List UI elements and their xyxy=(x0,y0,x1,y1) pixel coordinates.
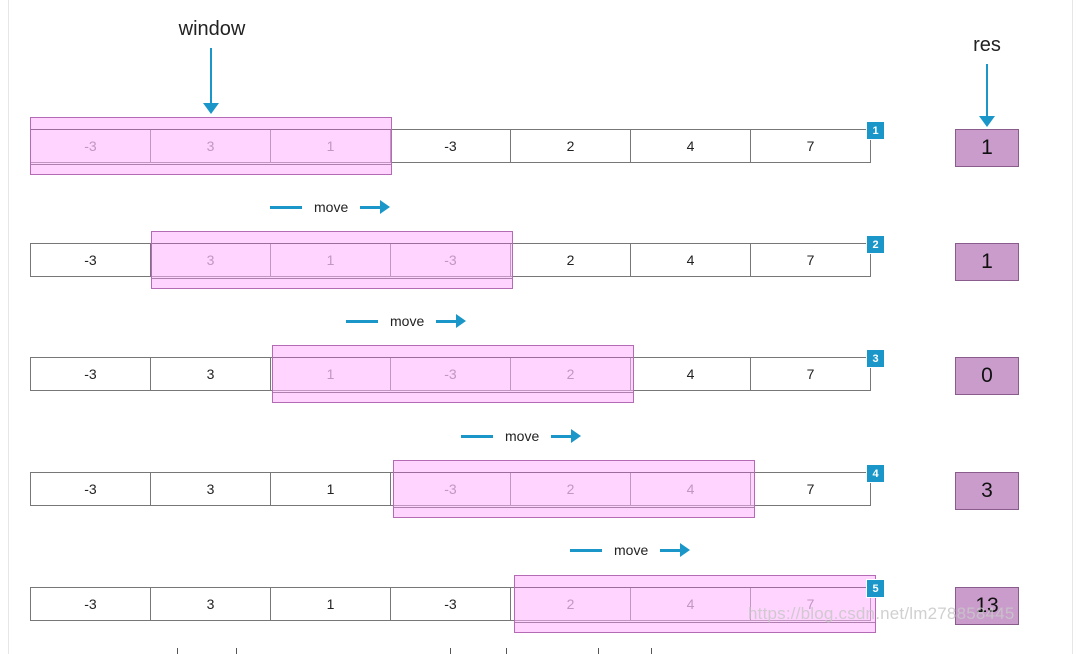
window-highlight xyxy=(393,460,755,518)
step-row-3: -331-32473 0 xyxy=(0,345,1083,415)
cut-off-mark xyxy=(598,648,599,654)
array-cell: -3 xyxy=(391,587,511,621)
res-pointer-arrow xyxy=(979,64,995,127)
move-indicator: move xyxy=(270,197,391,217)
window-pointer-arrow xyxy=(203,48,219,114)
res-value-box: 1 xyxy=(955,129,1019,167)
array-cell: 7 xyxy=(751,472,871,506)
cut-off-mark xyxy=(506,648,507,654)
res-value-box: 0 xyxy=(955,357,1019,395)
step-row-5: -331-3247513 xyxy=(0,575,1083,645)
window-highlight xyxy=(514,575,876,633)
array-cell: 2 xyxy=(511,129,631,163)
right-arrow-icon xyxy=(551,428,582,443)
array-cell: 4 xyxy=(631,357,751,391)
array-cell: 1 xyxy=(271,472,391,506)
right-arrow-icon xyxy=(660,542,691,557)
array-cell: 2 xyxy=(511,243,631,277)
step-number-badge: 3 xyxy=(866,349,885,368)
cut-off-mark xyxy=(236,648,237,654)
move-label: move xyxy=(314,199,349,215)
array-cell: 3 xyxy=(151,357,271,391)
array-cell: -3 xyxy=(391,129,511,163)
array-cell: -3 xyxy=(30,357,151,391)
array-cell: 4 xyxy=(631,129,751,163)
move-indicator: move xyxy=(346,311,467,331)
step-row-4: -331-324743 xyxy=(0,460,1083,530)
move-indicator: move xyxy=(570,540,691,560)
array-cell: -3 xyxy=(30,243,151,277)
res-value-box: 1 xyxy=(955,243,1019,281)
right-arrow-icon xyxy=(360,199,391,214)
move-label: move xyxy=(505,428,540,444)
window-label: window xyxy=(178,18,246,40)
right-arrow-icon xyxy=(436,313,467,328)
dash-line-icon xyxy=(570,548,602,552)
step-number-badge: 2 xyxy=(866,235,885,254)
move-indicator: move xyxy=(461,426,582,446)
array-cell: 1 xyxy=(271,587,391,621)
step-number-badge: 1 xyxy=(866,121,885,140)
array-cell: -3 xyxy=(30,587,151,621)
array-cell: 4 xyxy=(631,243,751,277)
step-number-badge: 5 xyxy=(866,579,885,598)
right-frame-border xyxy=(1072,0,1073,654)
window-highlight xyxy=(151,231,513,289)
dash-line-icon xyxy=(346,319,378,323)
window-highlight xyxy=(30,117,392,175)
move-label: move xyxy=(614,542,649,558)
left-frame-border xyxy=(8,0,9,654)
array-cell: -3 xyxy=(30,472,151,506)
array-cell: 7 xyxy=(751,243,871,277)
watermark: https://blog.csdn.net/lm278858445 xyxy=(748,604,1015,623)
cut-off-mark xyxy=(177,648,178,654)
step-number-badge: 4 xyxy=(866,464,885,483)
array-cell: 7 xyxy=(751,129,871,163)
dash-line-icon xyxy=(461,434,493,438)
window-highlight xyxy=(272,345,634,403)
res-label: res xyxy=(973,34,1001,56)
array-cell: 7 xyxy=(751,357,871,391)
array-cell: 3 xyxy=(151,587,271,621)
cut-off-mark xyxy=(651,648,652,654)
cut-off-mark xyxy=(450,648,451,654)
dash-line-icon xyxy=(270,205,302,209)
move-label: move xyxy=(390,313,425,329)
array-cell: 3 xyxy=(151,472,271,506)
res-value-box: 3 xyxy=(955,472,1019,510)
res-value-box: 13 xyxy=(955,587,1019,625)
